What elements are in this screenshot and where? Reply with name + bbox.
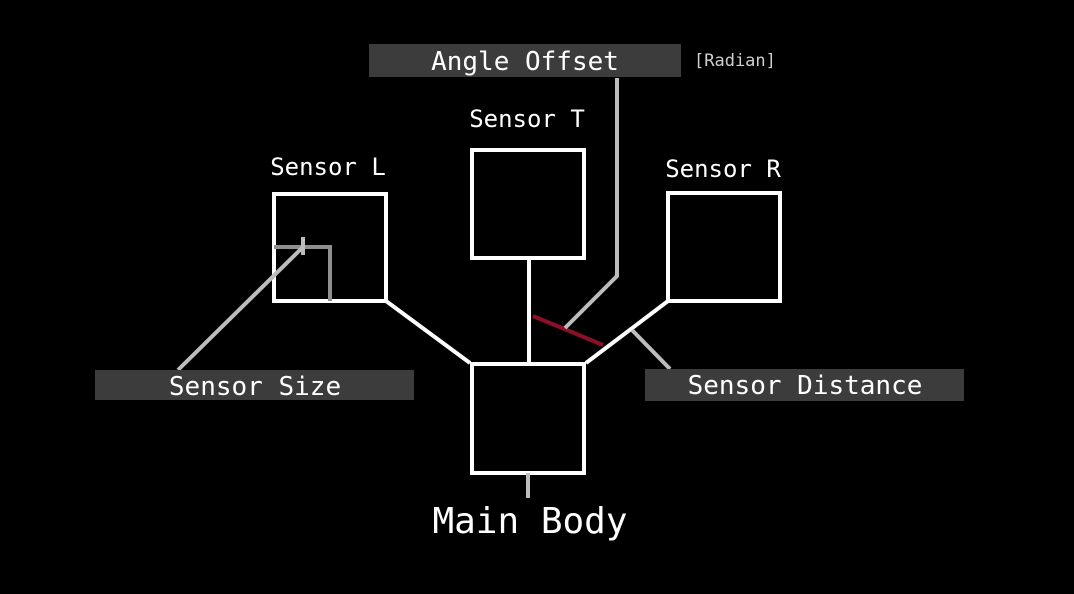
sensor-right-label: Sensor R [665,155,781,183]
sensor-right-box [666,191,782,303]
sensor-distance-label: Sensor Distance [688,371,923,401]
main-body-box [470,362,586,475]
angle-offset-marker [532,314,604,347]
connector-left [384,299,472,365]
sensor-top-box [470,148,586,260]
angle-unit-label: [Radian] [694,51,776,71]
sensor-left-label: Sensor L [270,153,386,181]
sensor-distance-leader [630,328,672,371]
sensor-top-label: Sensor T [469,105,585,133]
angle-offset-callout [369,44,681,77]
sensor-size-label: Sensor Size [169,372,341,402]
sensor-distance-callout [645,369,964,401]
angle-offset-leader [563,78,619,330]
sensor-size-leader [176,245,305,372]
main-body-label: Main Body [432,501,627,542]
sensor-size-callout [95,370,414,400]
angle-offset-label: Angle Offset [431,47,619,77]
sensor-size-bracket [274,245,332,301]
connector-right [584,299,670,365]
